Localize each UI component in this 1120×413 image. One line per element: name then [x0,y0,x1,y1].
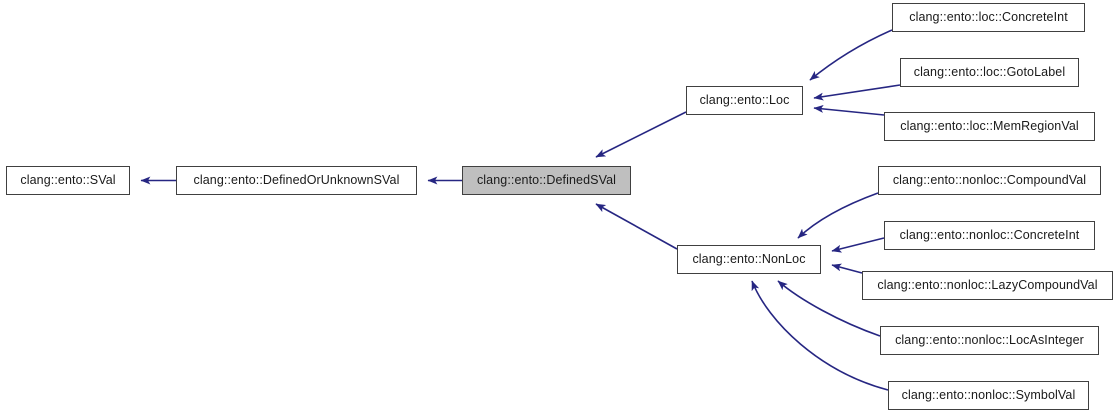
class-node-nonloc[interactable]: clang::ento::NonLoc [677,245,821,274]
edge-nl-compoundval-to-nonloc [797,192,879,239]
class-node-loc[interactable]: clang::ento::Loc [686,86,803,115]
class-node-nl_locasinteger[interactable]: clang::ento::nonloc::LocAsInteger [880,326,1099,355]
edge-nonloc-to-definedsval [595,203,678,250]
edge-loc-gotolabel-to-loc [813,84,901,101]
edge-loc-memregionval-to-loc [813,104,885,116]
class-node-definedsval[interactable]: clang::ento::DefinedSVal [462,166,631,195]
class-node-nl_lazycompound[interactable]: clang::ento::nonloc::LazyCompoundVal [862,271,1113,300]
class-node-nl_concreteint[interactable]: clang::ento::nonloc::ConcreteInt [884,221,1095,250]
edge-loc-to-definedsval [595,111,687,158]
class-node-sval[interactable]: clang::ento::SVal [6,166,130,195]
class-node-definedorunknown[interactable]: clang::ento::DefinedOrUnknownSVal [176,166,417,195]
edge-nl-concreteint-to-nonloc [831,237,885,253]
edge-loc-concreteint-to-loc [809,29,893,81]
edge-nl-lazycompound-to-nonloc [831,263,863,274]
class-node-loc_gotolabel[interactable]: clang::ento::loc::GotoLabel [900,58,1079,87]
class-node-loc_concreteint[interactable]: clang::ento::loc::ConcreteInt [892,3,1085,32]
class-node-nl_compoundval[interactable]: clang::ento::nonloc::CompoundVal [878,166,1101,195]
class-node-loc_memregionval[interactable]: clang::ento::loc::MemRegionVal [884,112,1095,141]
class-node-nl_symbolval[interactable]: clang::ento::nonloc::SymbolVal [888,381,1089,410]
